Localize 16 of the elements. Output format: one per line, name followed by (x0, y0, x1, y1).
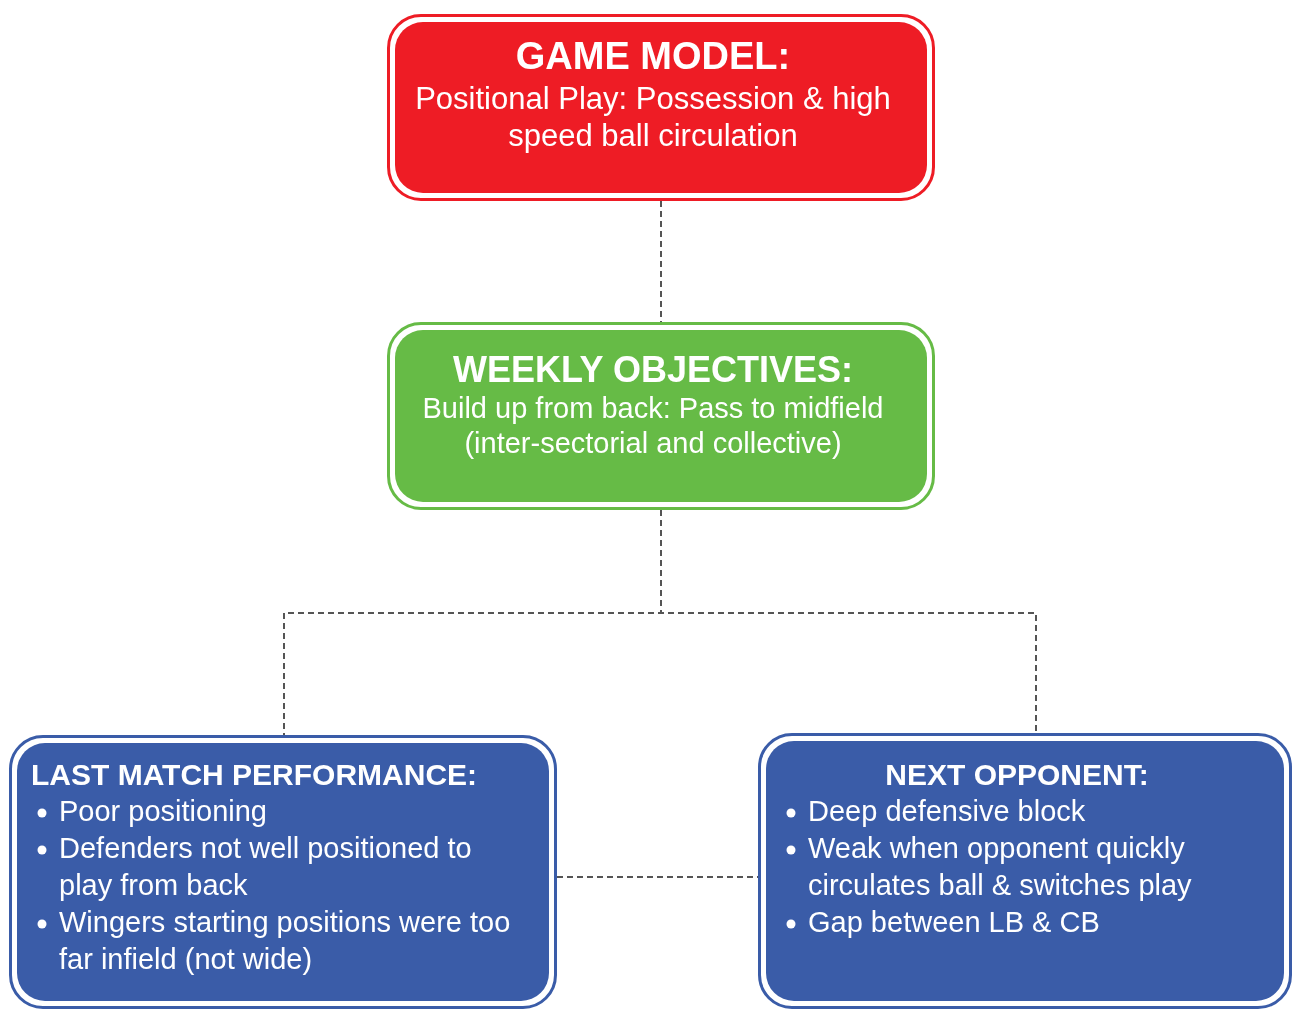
rounded-box (758, 733, 1292, 1009)
box-description: Build up from back: Pass to midfield (inter-sectorial and collective) (421, 391, 885, 461)
rounded-box (387, 14, 935, 201)
bullet-item: Wingers starting positions were too far infield (not wide) (31, 904, 519, 978)
box-heading: GAME MODEL: (514, 34, 792, 79)
bullet-item: Weak when opponent quickly circulates ball & switches play (780, 830, 1254, 904)
bullet-item: Deep defensive block (780, 793, 1254, 830)
box-heading: LAST MATCH PERFORMANCE: (31, 757, 479, 793)
box-heading: WEEKLY OBJECTIVES: (451, 348, 855, 392)
bullet-item: Gap between LB & CB (780, 904, 1254, 941)
box-description: Positional Play: Possession & high speed ball circulation (414, 79, 892, 154)
bullet-item: Defenders not well positioned to play from back (31, 830, 519, 904)
rounded-box (9, 735, 557, 1009)
box-heading: NEXT OPPONENT: (884, 757, 1150, 793)
rounded-box (387, 322, 935, 510)
bullet-item: Poor positioning (31, 793, 519, 830)
